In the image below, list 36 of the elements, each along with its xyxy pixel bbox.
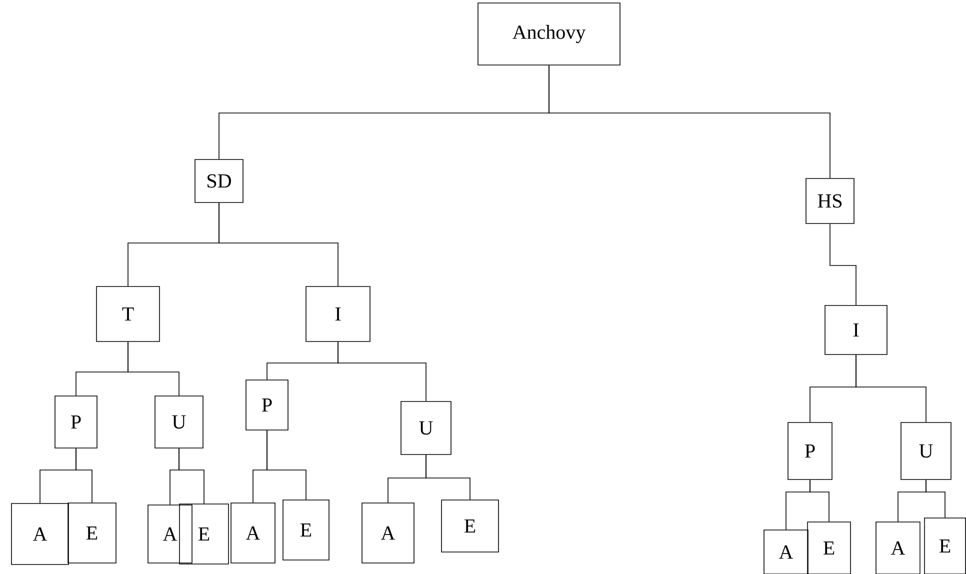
tree-box: E: [441, 500, 499, 552]
connector-line: [218, 202, 338, 286]
tree-box: P: [246, 380, 288, 430]
tree-box: A: [362, 502, 414, 564]
connector-line: [856, 354, 926, 422]
connector-line: [128, 342, 180, 396]
tree-box: A: [764, 530, 808, 574]
connector-line: [548, 65, 830, 178]
tree-box: SD: [194, 159, 244, 203]
connector-line: [266, 430, 306, 500]
connector-line: [76, 448, 92, 503]
tree-box: E: [179, 504, 229, 564]
tree-box: E: [68, 502, 116, 564]
connector-line: [426, 454, 470, 500]
tree-box: A: [876, 522, 920, 574]
tree-box: E: [807, 522, 851, 574]
connector-line: [338, 342, 426, 402]
tree-box: A: [230, 502, 276, 564]
connector-line: [926, 480, 946, 518]
tree-box: Anchovy: [478, 2, 620, 66]
connector-line: [810, 480, 830, 522]
tree-box: U: [154, 396, 204, 448]
tree-box: E: [282, 500, 330, 560]
connector-line: [830, 224, 856, 306]
tree-box: U: [400, 401, 452, 455]
tree-box: T: [96, 286, 160, 342]
tree-box: P: [788, 422, 832, 480]
tree-box: I: [824, 305, 888, 355]
tree-box: HS: [806, 178, 854, 224]
tree-box: U: [900, 422, 952, 480]
tree-box: I: [306, 286, 370, 342]
tree-box: A: [148, 504, 192, 564]
tree-box: A: [11, 503, 69, 565]
tree-box: E: [924, 518, 966, 574]
tree-box: P: [54, 396, 98, 448]
connector-line: [178, 448, 204, 504]
